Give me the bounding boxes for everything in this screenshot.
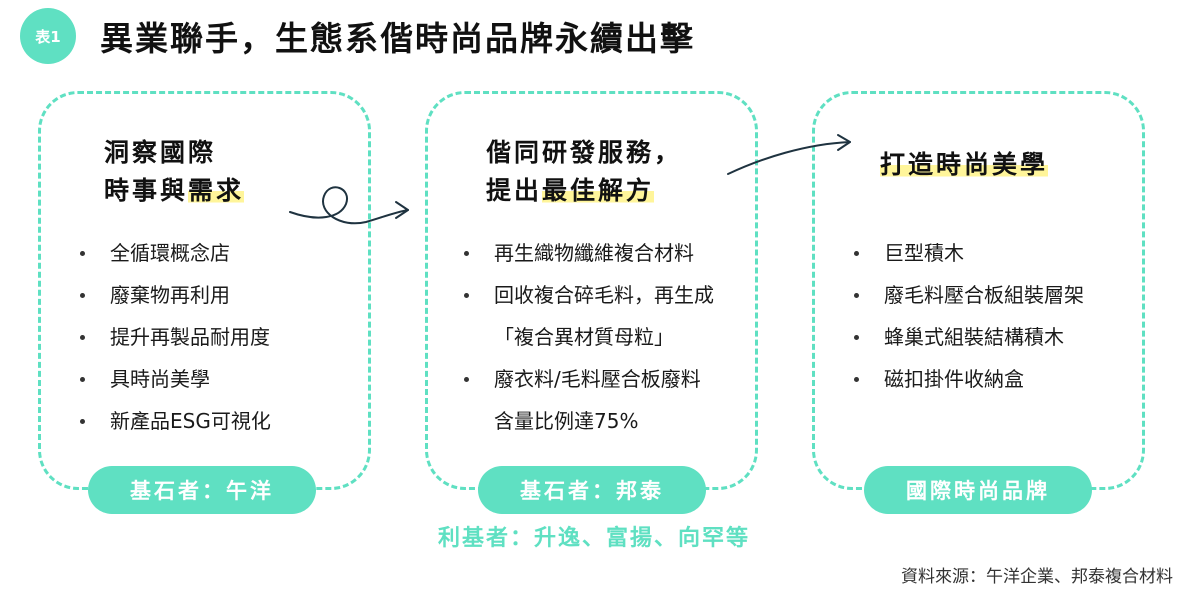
card-fashion-heading: 打造時尚美學 bbox=[880, 146, 1049, 184]
figure-title: 異業聯手，生態系偕時尚品牌永續出擊 bbox=[100, 19, 695, 58]
figure-number-badge: 表1 bbox=[20, 8, 76, 64]
source-note: 資料來源：午洋企業、邦泰複合材料 bbox=[901, 567, 1173, 587]
heading-highlight: 最佳解方 bbox=[542, 176, 655, 205]
pill-fashion-brand: 國際時尚品牌 bbox=[864, 466, 1092, 514]
list-item: 回收複合碎毛料，再生成 bbox=[462, 274, 714, 316]
card-insight-heading: 洞察國際 時事與需求 bbox=[104, 138, 245, 205]
list-item-continuation: 「複合異材質母粒」 bbox=[494, 325, 674, 349]
card-codevelop-heading: 偕同研發服務， 提出最佳解方 bbox=[486, 138, 683, 205]
card-insight-list: 全循環概念店 廢棄物再利用 提升再製品耐用度 具時尚美學 新產品ESG可視化 bbox=[78, 232, 271, 442]
pill-cornerstone-bangtai: 基石者：邦泰 bbox=[478, 466, 706, 514]
list-item: 新產品ESG可視化 bbox=[78, 400, 271, 442]
list-item: 具時尚美學 bbox=[78, 358, 271, 400]
list-item: 磁扣掛件收納盒 bbox=[852, 358, 1084, 400]
card-codevelop-list: 再生織物纖維複合材料 回收複合碎毛料，再生成 「複合異材質母粒」 廢衣料/毛料壓… bbox=[462, 232, 714, 442]
list-item: 巨型積木 bbox=[852, 232, 1084, 274]
beneficiaries-note: 利基者：升逸、富揚、向罕等 bbox=[437, 526, 750, 551]
list-item: 廢衣料/毛料壓合板廢料 bbox=[462, 358, 714, 400]
list-item: 蜂巢式組裝結構積木 bbox=[852, 316, 1084, 358]
list-item: 提升再製品耐用度 bbox=[78, 316, 271, 358]
list-item-continuation: 含量比例達75% bbox=[494, 409, 639, 433]
card-fashion-list: 巨型積木 廢毛料壓合板組裝層架 蜂巢式組裝結構積木 磁扣掛件收納盒 bbox=[852, 232, 1084, 400]
heading-highlight: 打造時尚美學 bbox=[880, 150, 1049, 179]
heading-highlight: 需求 bbox=[188, 176, 245, 205]
list-item: 廢毛料壓合板組裝層架 bbox=[852, 274, 1084, 316]
list-item: 廢棄物再利用 bbox=[78, 274, 271, 316]
list-item: 全循環概念店 bbox=[78, 232, 271, 274]
list-item: 再生織物纖維複合材料 bbox=[462, 232, 714, 274]
loop-arrowhead-icon bbox=[395, 201, 409, 219]
pill-cornerstone-wuyang: 基石者：午洋 bbox=[88, 466, 316, 514]
